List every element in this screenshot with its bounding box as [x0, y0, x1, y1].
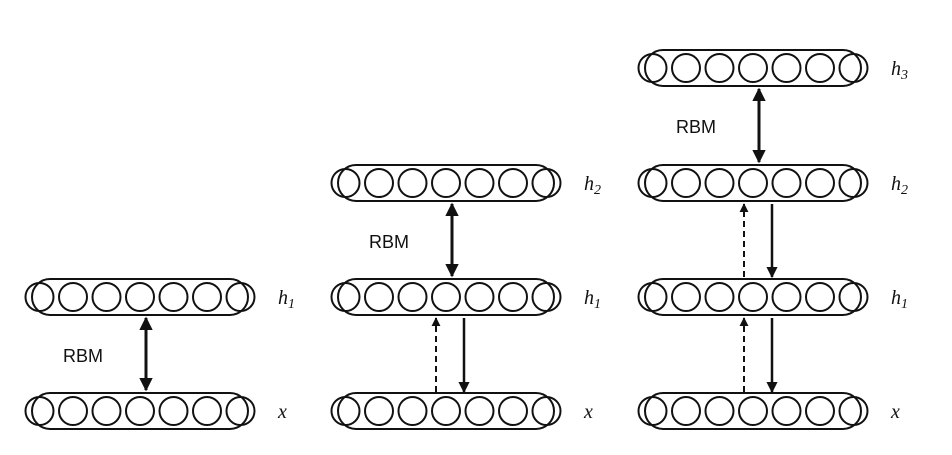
neuron-unit	[704, 168, 735, 198]
neuron-unit	[330, 396, 361, 426]
layer-x	[24, 392, 256, 430]
stack-1: h1 x RBM	[24, 278, 295, 430]
neuron-unit	[158, 396, 189, 426]
neuron-unit	[58, 396, 88, 426]
layer-capsule	[31, 392, 249, 430]
neuron-unit	[637, 53, 668, 83]
neuron-unit	[838, 396, 869, 426]
neuron-unit	[704, 396, 735, 426]
layer-label-x: x	[583, 401, 593, 423]
neuron-unit	[24, 396, 55, 426]
neuron-unit	[24, 282, 55, 312]
neuron-unit	[531, 282, 562, 312]
neuron-unit	[838, 168, 869, 198]
layer-capsule	[337, 278, 555, 316]
neuron-unit	[838, 282, 869, 312]
neuron-unit	[431, 168, 461, 198]
neuron-unit	[531, 168, 562, 198]
layer-label-h1: h1	[584, 287, 601, 312]
layer-capsule	[337, 164, 555, 202]
layer-capsule	[644, 164, 862, 202]
neuron-unit	[330, 168, 361, 198]
layer-h3	[637, 49, 869, 87]
layer-h1	[24, 278, 256, 316]
neuron-unit	[431, 396, 461, 426]
stack-3: h3 h2 h1 x RBM	[637, 49, 908, 430]
neuron-unit	[464, 396, 495, 426]
stack-2: h2 h1 x RBM	[330, 164, 601, 430]
neuron-unit	[637, 168, 668, 198]
neuron-unit	[330, 282, 361, 312]
neuron-unit	[91, 396, 122, 426]
neuron-unit	[671, 396, 701, 426]
rbm-label: RBM	[676, 117, 716, 137]
layer-label-x: x	[277, 401, 287, 423]
neuron-unit	[704, 282, 735, 312]
neuron-unit	[805, 396, 835, 426]
neuron-unit	[771, 53, 802, 83]
neuron-unit	[771, 168, 802, 198]
layer-h2	[637, 164, 869, 202]
neuron-unit	[464, 168, 495, 198]
neuron-unit	[805, 168, 835, 198]
neuron-unit	[531, 396, 562, 426]
neuron-unit	[431, 282, 461, 312]
neuron-unit	[671, 53, 701, 83]
rbm-label: RBM	[369, 232, 409, 252]
neuron-unit	[397, 168, 428, 198]
neuron-unit	[498, 282, 528, 312]
neuron-unit	[805, 282, 835, 312]
neuron-unit	[771, 396, 802, 426]
layer-capsule	[337, 392, 555, 430]
neuron-unit	[637, 282, 668, 312]
neuron-unit	[397, 282, 428, 312]
layer-capsule	[644, 392, 862, 430]
neuron-unit	[364, 282, 394, 312]
neuron-unit	[91, 282, 122, 312]
neuron-unit	[464, 282, 495, 312]
neuron-unit	[158, 282, 189, 312]
neuron-unit	[771, 282, 802, 312]
neuron-unit	[704, 53, 735, 83]
neuron-unit	[498, 168, 528, 198]
neuron-unit	[671, 282, 701, 312]
layer-capsule	[644, 278, 862, 316]
layer-capsule	[644, 49, 862, 87]
neuron-unit	[364, 396, 394, 426]
layer-h2	[330, 164, 562, 202]
neuron-unit	[125, 396, 155, 426]
neuron-unit	[397, 396, 428, 426]
neuron-unit	[738, 396, 768, 426]
rbm-label: RBM	[63, 346, 103, 366]
layer-label-h1: h1	[278, 287, 295, 312]
neuron-unit	[738, 53, 768, 83]
layer-label-h1: h1	[891, 287, 908, 312]
neuron-unit	[671, 168, 701, 198]
neuron-unit	[498, 396, 528, 426]
neuron-unit	[738, 168, 768, 198]
layer-x	[637, 392, 869, 430]
neuron-unit	[738, 282, 768, 312]
layer-label-h3: h3	[891, 58, 908, 83]
neuron-unit	[192, 396, 222, 426]
neuron-unit	[225, 282, 256, 312]
neuron-unit	[805, 53, 835, 83]
neuron-unit	[364, 168, 394, 198]
neuron-unit	[58, 282, 88, 312]
layer-label-h2: h2	[584, 173, 601, 198]
layer-label-x: x	[890, 401, 900, 423]
layer-h1	[330, 278, 562, 316]
neuron-unit	[125, 282, 155, 312]
neuron-unit	[637, 396, 668, 426]
layer-x	[330, 392, 562, 430]
layer-h1	[637, 278, 869, 316]
layer-capsule	[31, 278, 249, 316]
neuron-unit	[225, 396, 256, 426]
neuron-unit	[192, 282, 222, 312]
neuron-unit	[838, 53, 869, 83]
layer-label-h2: h2	[891, 173, 908, 198]
